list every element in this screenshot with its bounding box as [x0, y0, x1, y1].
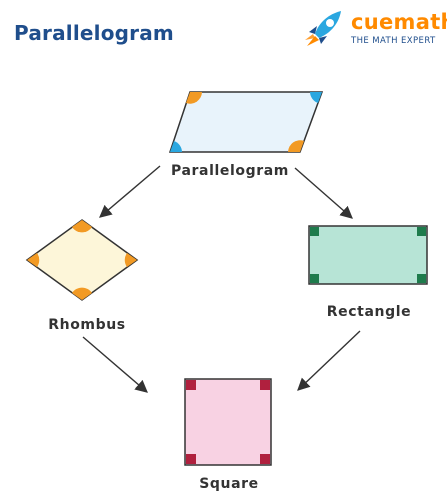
- square-shape: [184, 378, 272, 466]
- arrow-parallelogram-to-rectangle: [294, 167, 353, 219]
- arrow-rhombus-to-square: [82, 336, 148, 393]
- square-label: Square: [199, 476, 259, 492]
- rectangle-right-angle-mark: [310, 274, 319, 283]
- rhombus-shape: [25, 219, 139, 301]
- rhombus-angle-mark: [72, 287, 92, 300]
- rectangle-polygon: [308, 225, 428, 285]
- rocket-icon: [305, 11, 341, 46]
- square-right-angle-mark: [186, 454, 196, 464]
- brand-tagline: THE MATH EXPERT: [351, 36, 436, 46]
- arrow-parallelogram-to-rhombus: [99, 165, 161, 218]
- rhombus-angle-mark: [27, 253, 40, 267]
- parallelogram-shape: [168, 91, 324, 153]
- square-right-angle-mark: [260, 380, 270, 390]
- rectangle-right-angle-mark: [417, 227, 426, 236]
- brand-logo: cuemath THE MATH EXPERT: [301, 6, 447, 52]
- rectangle-shape: [308, 225, 428, 285]
- square-right-angle-mark: [186, 380, 196, 390]
- rectangle-label: Rectangle: [327, 304, 411, 320]
- rhombus-angle-mark: [124, 253, 137, 267]
- arrow-rectangle-to-square: [297, 330, 361, 391]
- parallelogram-angle-mark: [310, 92, 322, 103]
- rhombus-label: Rhombus: [48, 317, 125, 333]
- parallelogram-angle-mark: [186, 92, 202, 104]
- brand-name: cuemath: [351, 10, 447, 34]
- parallelogram-label: Parallelogram: [171, 163, 289, 179]
- parallelogram-angle-mark: [288, 140, 304, 152]
- rectangle-right-angle-mark: [417, 274, 426, 283]
- parallelogram-angle-mark: [170, 141, 182, 152]
- rectangle-right-angle-mark: [310, 227, 319, 236]
- square-right-angle-mark: [260, 454, 270, 464]
- square-polygon: [184, 378, 272, 466]
- page-title: Parallelogram: [14, 21, 174, 45]
- rhombus-angle-mark: [72, 220, 92, 233]
